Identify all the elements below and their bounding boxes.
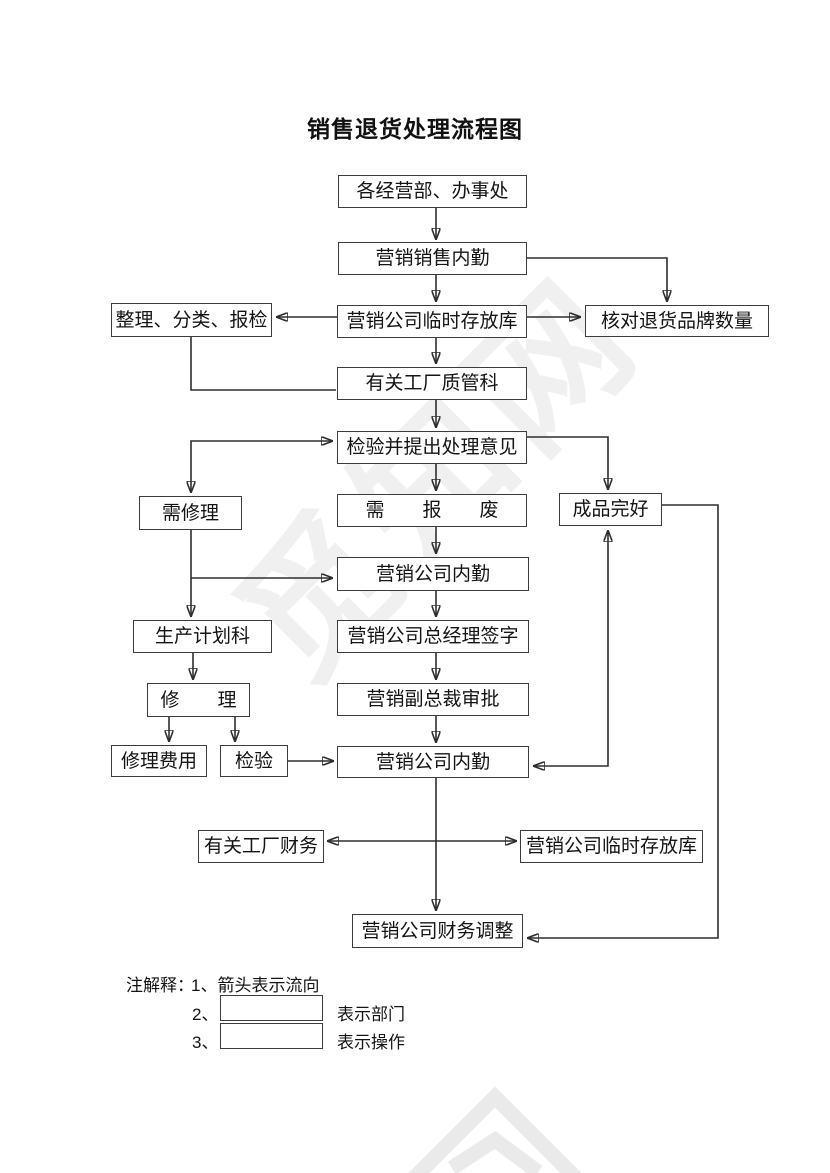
node-production-planning: 生产计划科 <box>133 620 272 653</box>
legend-item-2-number: 2、 <box>192 1005 219 1024</box>
arrow-office2-intact-loop <box>533 530 608 766</box>
node-need-repair: 需修理 <box>139 496 242 530</box>
arrow-inspect-need-repair <box>191 441 333 493</box>
watermark-logo <box>408 1086 582 1173</box>
line-sort-to-quality-dept <box>190 337 336 391</box>
watermark-logo-inner <box>447 1130 543 1173</box>
page-title: 销售退货处理流程图 <box>307 116 523 142</box>
node-marketing-sales-office: 营销销售内勤 <box>338 242 527 275</box>
node-repair-cost: 修理费用 <box>111 745 207 777</box>
arrow-sales-office-to-verify <box>527 257 667 302</box>
node-marketing-office-2: 营销公司内勤 <box>337 746 529 778</box>
legend-item-3-text: 表示操作 <box>337 1033 405 1052</box>
node-repair: 修 理 <box>147 683 250 717</box>
node-inspect-and-propose: 检验并提出处理意见 <box>337 431 527 464</box>
node-verify-return-quantity: 核对退货品牌数量 <box>585 305 769 337</box>
arrow-intact-to-finance-adjustment <box>527 504 719 938</box>
node-marketing-office-1: 营销公司内勤 <box>337 557 529 591</box>
node-inspection: 检验 <box>220 745 288 777</box>
legend-heading: 注解释： <box>126 976 194 995</box>
node-sort-classify-report: 整理、分类、报检 <box>111 303 272 337</box>
node-temp-warehouse-1: 营销公司临时存放库 <box>337 305 527 338</box>
node-product-intact: 成品完好 <box>559 493 662 526</box>
node-gm-signature: 营销公司总经理签字 <box>337 620 529 653</box>
node-need-scrap: 需 报 废 <box>337 494 527 527</box>
node-departments: 各经营部、办事处 <box>338 175 527 208</box>
legend-operation-box <box>220 1023 323 1049</box>
arrow-inspect-to-intact <box>527 436 608 490</box>
legend-item-2-text: 表示部门 <box>337 1005 405 1024</box>
node-factory-quality-dept: 有关工厂质管科 <box>337 367 527 400</box>
node-factory-finance: 有关工厂财务 <box>198 830 324 863</box>
node-temp-warehouse-2: 营销公司临时存放库 <box>520 830 703 863</box>
node-finance-adjustment: 营销公司财务调整 <box>352 914 523 948</box>
legend-department-box <box>220 995 323 1021</box>
node-vp-approval: 营销副总裁审批 <box>337 683 529 716</box>
legend-item-3-number: 3、 <box>192 1033 219 1052</box>
legend-item-1: 1、箭头表示流向 <box>191 976 320 995</box>
